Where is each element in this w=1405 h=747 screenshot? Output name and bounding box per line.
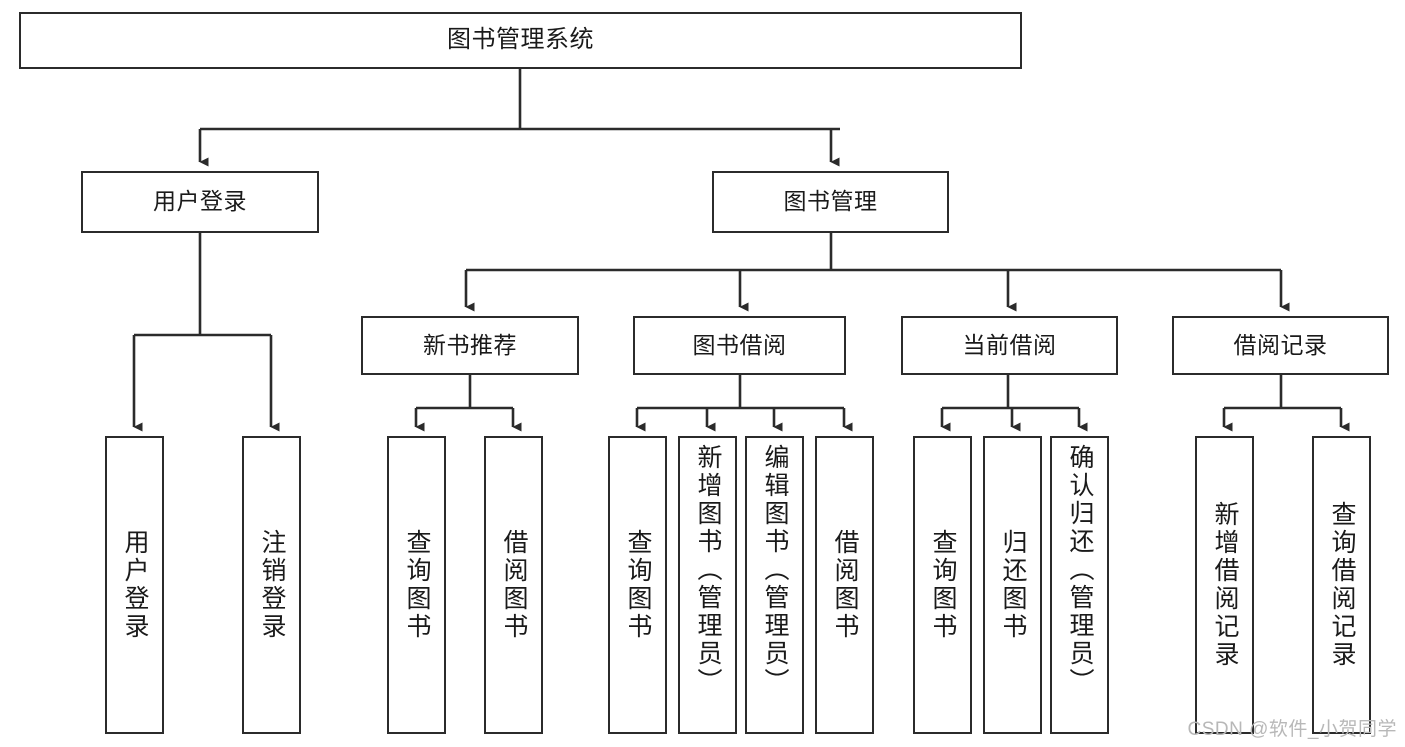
leaf-label-query-book-current: 查询图书	[929, 529, 957, 641]
leaf-borrow-book[interactable]: 借阅图书	[815, 436, 874, 734]
node-label-root: 图书管理系统	[447, 26, 594, 54]
leaf-query-book-current[interactable]: 查询图书	[913, 436, 972, 734]
node-label-user-login: 用户登录	[153, 188, 247, 215]
leaf-label-confirm-return-admin: 确认归还（管理员）	[1066, 444, 1094, 696]
leaf-label-query-book-rec: 查询图书	[403, 529, 431, 641]
leaf-logout[interactable]: 注销登录	[242, 436, 301, 734]
leaf-label-query-book-borrow: 查询图书	[624, 529, 652, 641]
leaf-label-borrow-book-rec: 借阅图书	[500, 529, 528, 641]
node-borrow-record[interactable]: 借阅记录	[1172, 316, 1389, 375]
leaf-label-query-borrow-record: 查询借阅记录	[1328, 501, 1356, 669]
node-new-book-recommend[interactable]: 新书推荐	[361, 316, 579, 375]
node-label-borrow-record: 借阅记录	[1233, 331, 1328, 358]
leaf-add-borrow-record[interactable]: 新增借阅记录	[1195, 436, 1254, 734]
node-user-login[interactable]: 用户登录	[81, 171, 319, 233]
leaf-query-book-borrow[interactable]: 查询图书	[608, 436, 667, 734]
node-current-borrow[interactable]: 当前借阅	[901, 316, 1118, 375]
leaf-label-edit-book-admin: 编辑图书（管理员）	[761, 444, 789, 696]
node-label-current-borrow: 当前借阅	[962, 331, 1057, 358]
node-label-book-borrow: 图书借阅	[692, 331, 787, 358]
leaf-label-add-borrow-record: 新增借阅记录	[1211, 501, 1239, 669]
watermark-text: CSDN @软件_小贺同学	[1187, 719, 1397, 740]
leaf-query-book-rec[interactable]: 查询图书	[387, 436, 446, 734]
node-root-system[interactable]: 图书管理系统	[19, 12, 1022, 69]
leaf-label-add-book-admin: 新增图书（管理员）	[694, 444, 722, 696]
node-label-new-book-recommend: 新书推荐	[423, 331, 517, 358]
node-book-borrow[interactable]: 图书借阅	[633, 316, 846, 375]
leaf-confirm-return-admin[interactable]: 确认归还（管理员）	[1050, 436, 1109, 734]
leaf-label-return-book: 归还图书	[999, 529, 1027, 641]
node-book-management[interactable]: 图书管理	[712, 171, 949, 233]
node-label-book-management: 图书管理	[783, 188, 878, 215]
leaf-query-borrow-record[interactable]: 查询借阅记录	[1312, 436, 1371, 734]
leaf-edit-book-admin[interactable]: 编辑图书（管理员）	[745, 436, 804, 734]
leaf-label-user-login: 用户登录	[121, 529, 149, 641]
leaf-user-login[interactable]: 用户登录	[105, 436, 164, 734]
leaf-add-book-admin[interactable]: 新增图书（管理员）	[678, 436, 737, 734]
leaf-return-book[interactable]: 归还图书	[983, 436, 1042, 734]
leaf-borrow-book-rec[interactable]: 借阅图书	[484, 436, 543, 734]
leaf-label-logout: 注销登录	[258, 529, 286, 641]
leaf-label-borrow-book: 借阅图书	[831, 529, 859, 641]
